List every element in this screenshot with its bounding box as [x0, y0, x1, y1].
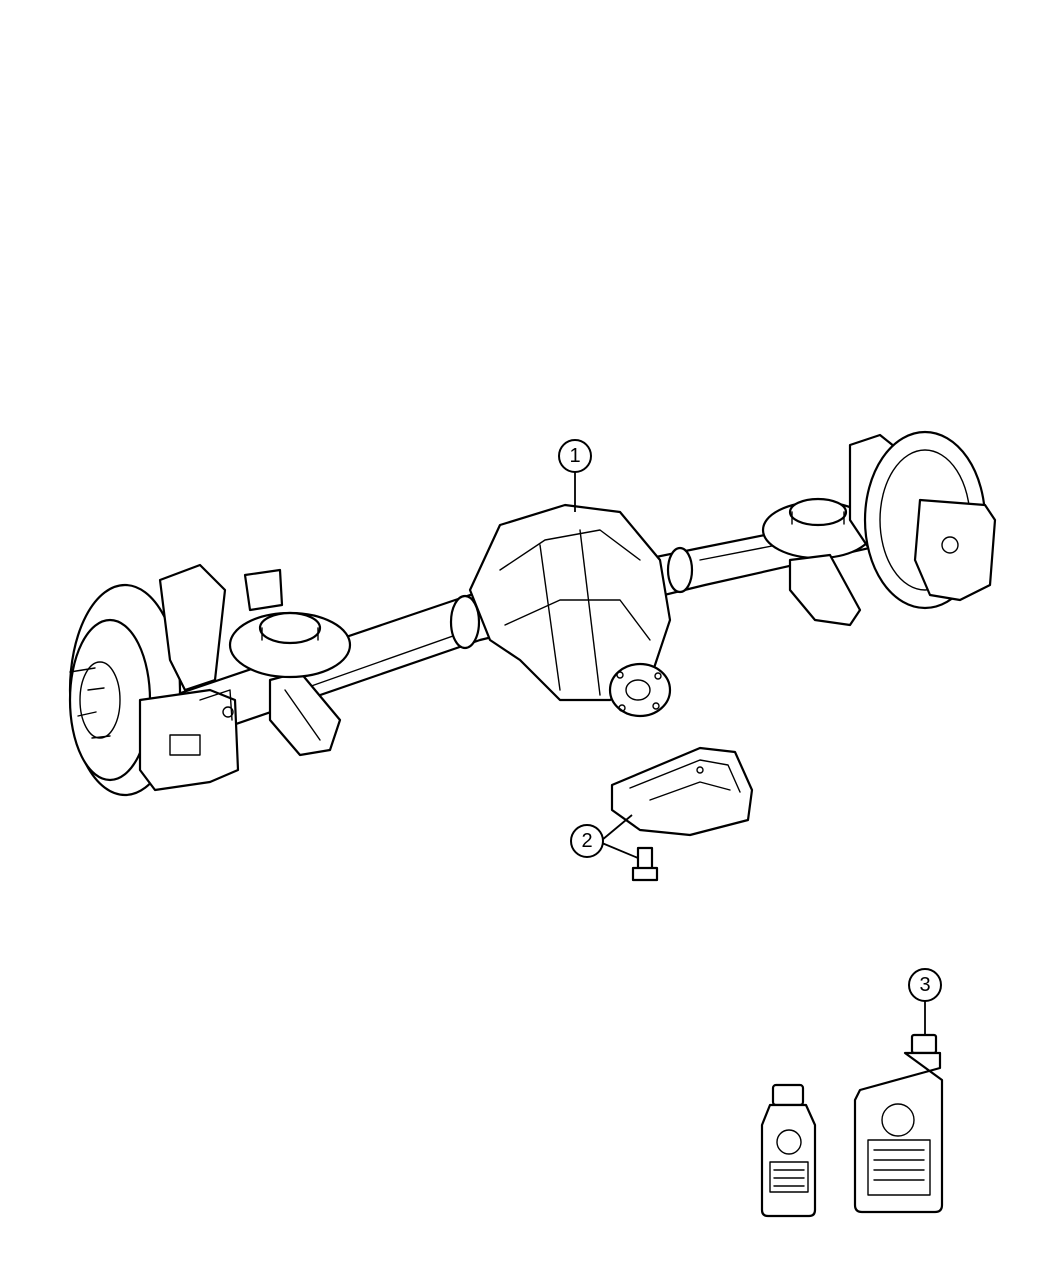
left-caliper	[138, 688, 240, 792]
small-fluid-bottle	[760, 1083, 817, 1218]
callout-2: 2	[570, 814, 639, 859]
callout-3-label: 3	[919, 974, 930, 996]
differential-cover	[610, 746, 754, 837]
right-brake-rotor	[863, 430, 997, 610]
left-spring-pad	[228, 611, 352, 679]
cover-bolt	[631, 846, 659, 882]
callout-1-label: 1	[569, 445, 580, 467]
axle-assembly	[68, 430, 997, 797]
quart-fluid-bottle	[853, 1033, 944, 1214]
callout-2-label: 2	[581, 830, 592, 852]
right-spring-pad	[761, 497, 875, 560]
callout-1: 1	[558, 439, 592, 512]
callout-3: 3	[908, 968, 942, 1035]
differential-housing	[449, 503, 694, 718]
